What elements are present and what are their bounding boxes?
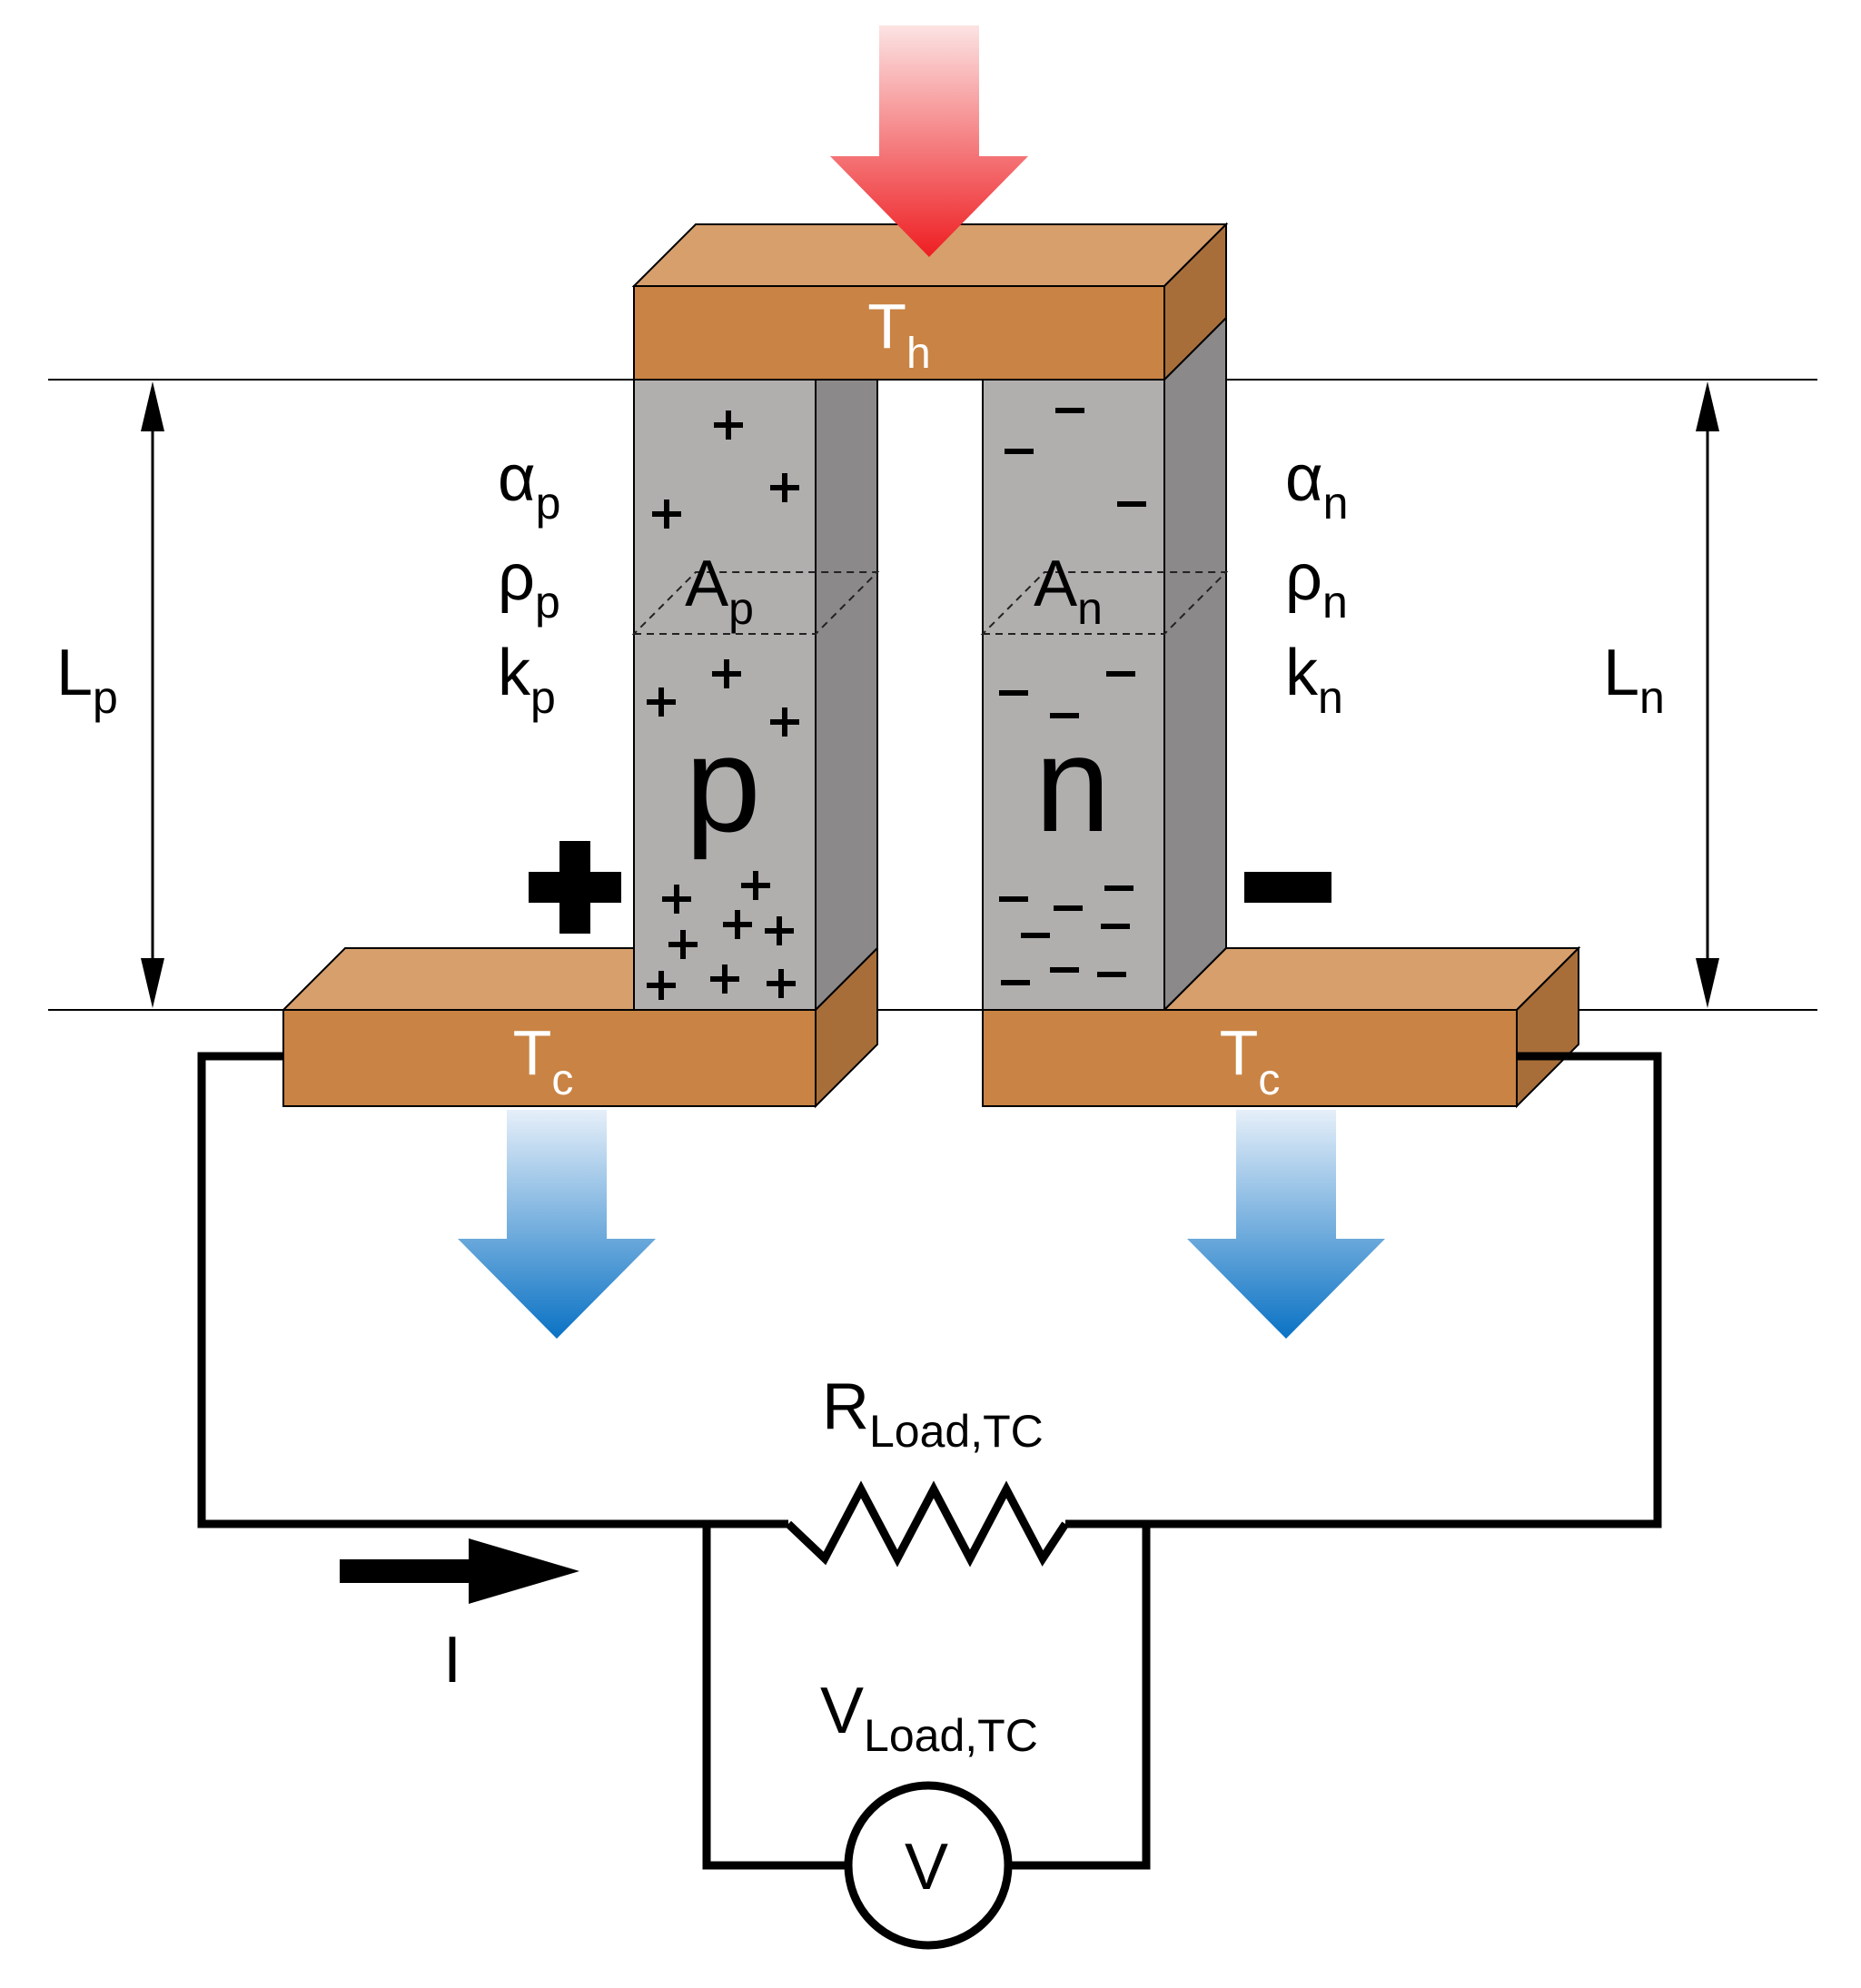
p-carrier-plus-10: [668, 930, 698, 959]
n-carrier-minus-9: [1021, 933, 1050, 938]
cold-plate-left-label: Tc: [513, 1017, 574, 1104]
resistor-symbol: [785, 1480, 1069, 1568]
n-carrier-minus-6: [999, 896, 1028, 902]
n-resistivity-label: ρn: [1285, 541, 1348, 628]
p-carrier-plus-6: [662, 885, 691, 914]
n-area-cross-section: [980, 571, 1229, 635]
n-carrier-minus-1: [1005, 449, 1034, 454]
n-area-label: An: [1034, 548, 1103, 634]
p-carrier-plus-12: [710, 964, 739, 994]
heat-out-arrow-left: [458, 1110, 656, 1339]
heat-out-arrow-right: [1187, 1110, 1385, 1339]
n-carrier-minus-12: [1050, 967, 1079, 973]
n-carrier-minus-7: [1054, 905, 1083, 911]
p-carrier-plus-11: [647, 971, 676, 1000]
negative-terminal-symbol: [1244, 872, 1331, 903]
cold-plate-left-front: [282, 1009, 817, 1107]
cold-plate-right-top: [1162, 947, 1581, 1011]
n-carrier-minus-8: [1104, 885, 1133, 891]
cold-plate-right-front: [982, 1009, 1518, 1107]
p-carrier-plus-3: [712, 659, 741, 688]
n-conductivity-label: kn: [1285, 637, 1343, 723]
p-carriers: [647, 410, 799, 1000]
n-carrier-minus-5: [1106, 671, 1135, 677]
n-carrier-minus-4: [1050, 713, 1079, 718]
n-carrier-minus-3: [999, 690, 1028, 696]
p-carrier-plus-1: [770, 473, 799, 502]
p-leg: [631, 379, 880, 1013]
p-carrier-plus-7: [741, 871, 770, 900]
cold-plate-right: [982, 945, 1581, 1109]
cold-plate-left-top: [281, 947, 635, 1011]
length-dimension-right: [1696, 381, 1719, 1008]
p-carrier-plus-13: [767, 969, 796, 998]
p-carrier-plus-9: [765, 916, 794, 945]
cold-plate-left: [281, 945, 878, 1109]
cold-plate-right-label: Tc: [1220, 1017, 1281, 1104]
n-carrier-minus-0: [1055, 408, 1084, 413]
n-carrier-minus-13: [1097, 972, 1126, 977]
p-carrier-plus-8: [723, 910, 752, 939]
p-conductivity-label: kp: [498, 637, 556, 723]
length-dimension-left: [141, 381, 164, 1008]
n-leg-side: [1163, 315, 1227, 1013]
heat-in-arrow: [830, 25, 1028, 257]
n-carrier-minus-11: [1001, 980, 1030, 985]
voltmeter-symbol: [844, 1781, 1013, 1950]
positive-terminal-symbol: [529, 841, 621, 934]
p-seebeck-label: αp: [498, 442, 560, 529]
hot-plate-front: [633, 285, 1165, 381]
p-leg-letter: p: [685, 707, 760, 860]
p-carrier-plus-2: [652, 499, 681, 529]
n-leg: [980, 315, 1229, 1013]
n-carrier-minus-10: [1101, 924, 1130, 929]
p-length-label: Lp: [56, 637, 118, 723]
hot-plate: [631, 222, 1229, 382]
current-label: I: [443, 1624, 461, 1696]
p-carrier-plus-4: [647, 687, 676, 717]
p-area-cross-section: [631, 571, 880, 635]
n-seebeck-label: αn: [1285, 442, 1348, 529]
n-leg-letter: n: [1034, 707, 1110, 860]
current-arrow: [340, 1538, 579, 1604]
voltmeter-label: V: [905, 1831, 948, 1904]
p-leg-side: [815, 379, 878, 1013]
p-area-label: Ap: [685, 548, 754, 634]
p-resistivity-label: ρp: [498, 541, 560, 628]
n-carrier-minus-2: [1117, 501, 1146, 507]
load-resistance-label: RLoad,TC: [822, 1370, 1044, 1457]
circuit-wiring: [197, 1052, 1662, 1950]
n-carriers: [999, 408, 1146, 985]
p-carrier-plus-0: [714, 410, 743, 440]
hot-plate-label: Th: [867, 291, 930, 378]
p-carrier-plus-5: [770, 707, 799, 737]
load-voltage-label: VLoad,TC: [820, 1675, 1038, 1761]
n-length-label: Ln: [1603, 637, 1665, 723]
